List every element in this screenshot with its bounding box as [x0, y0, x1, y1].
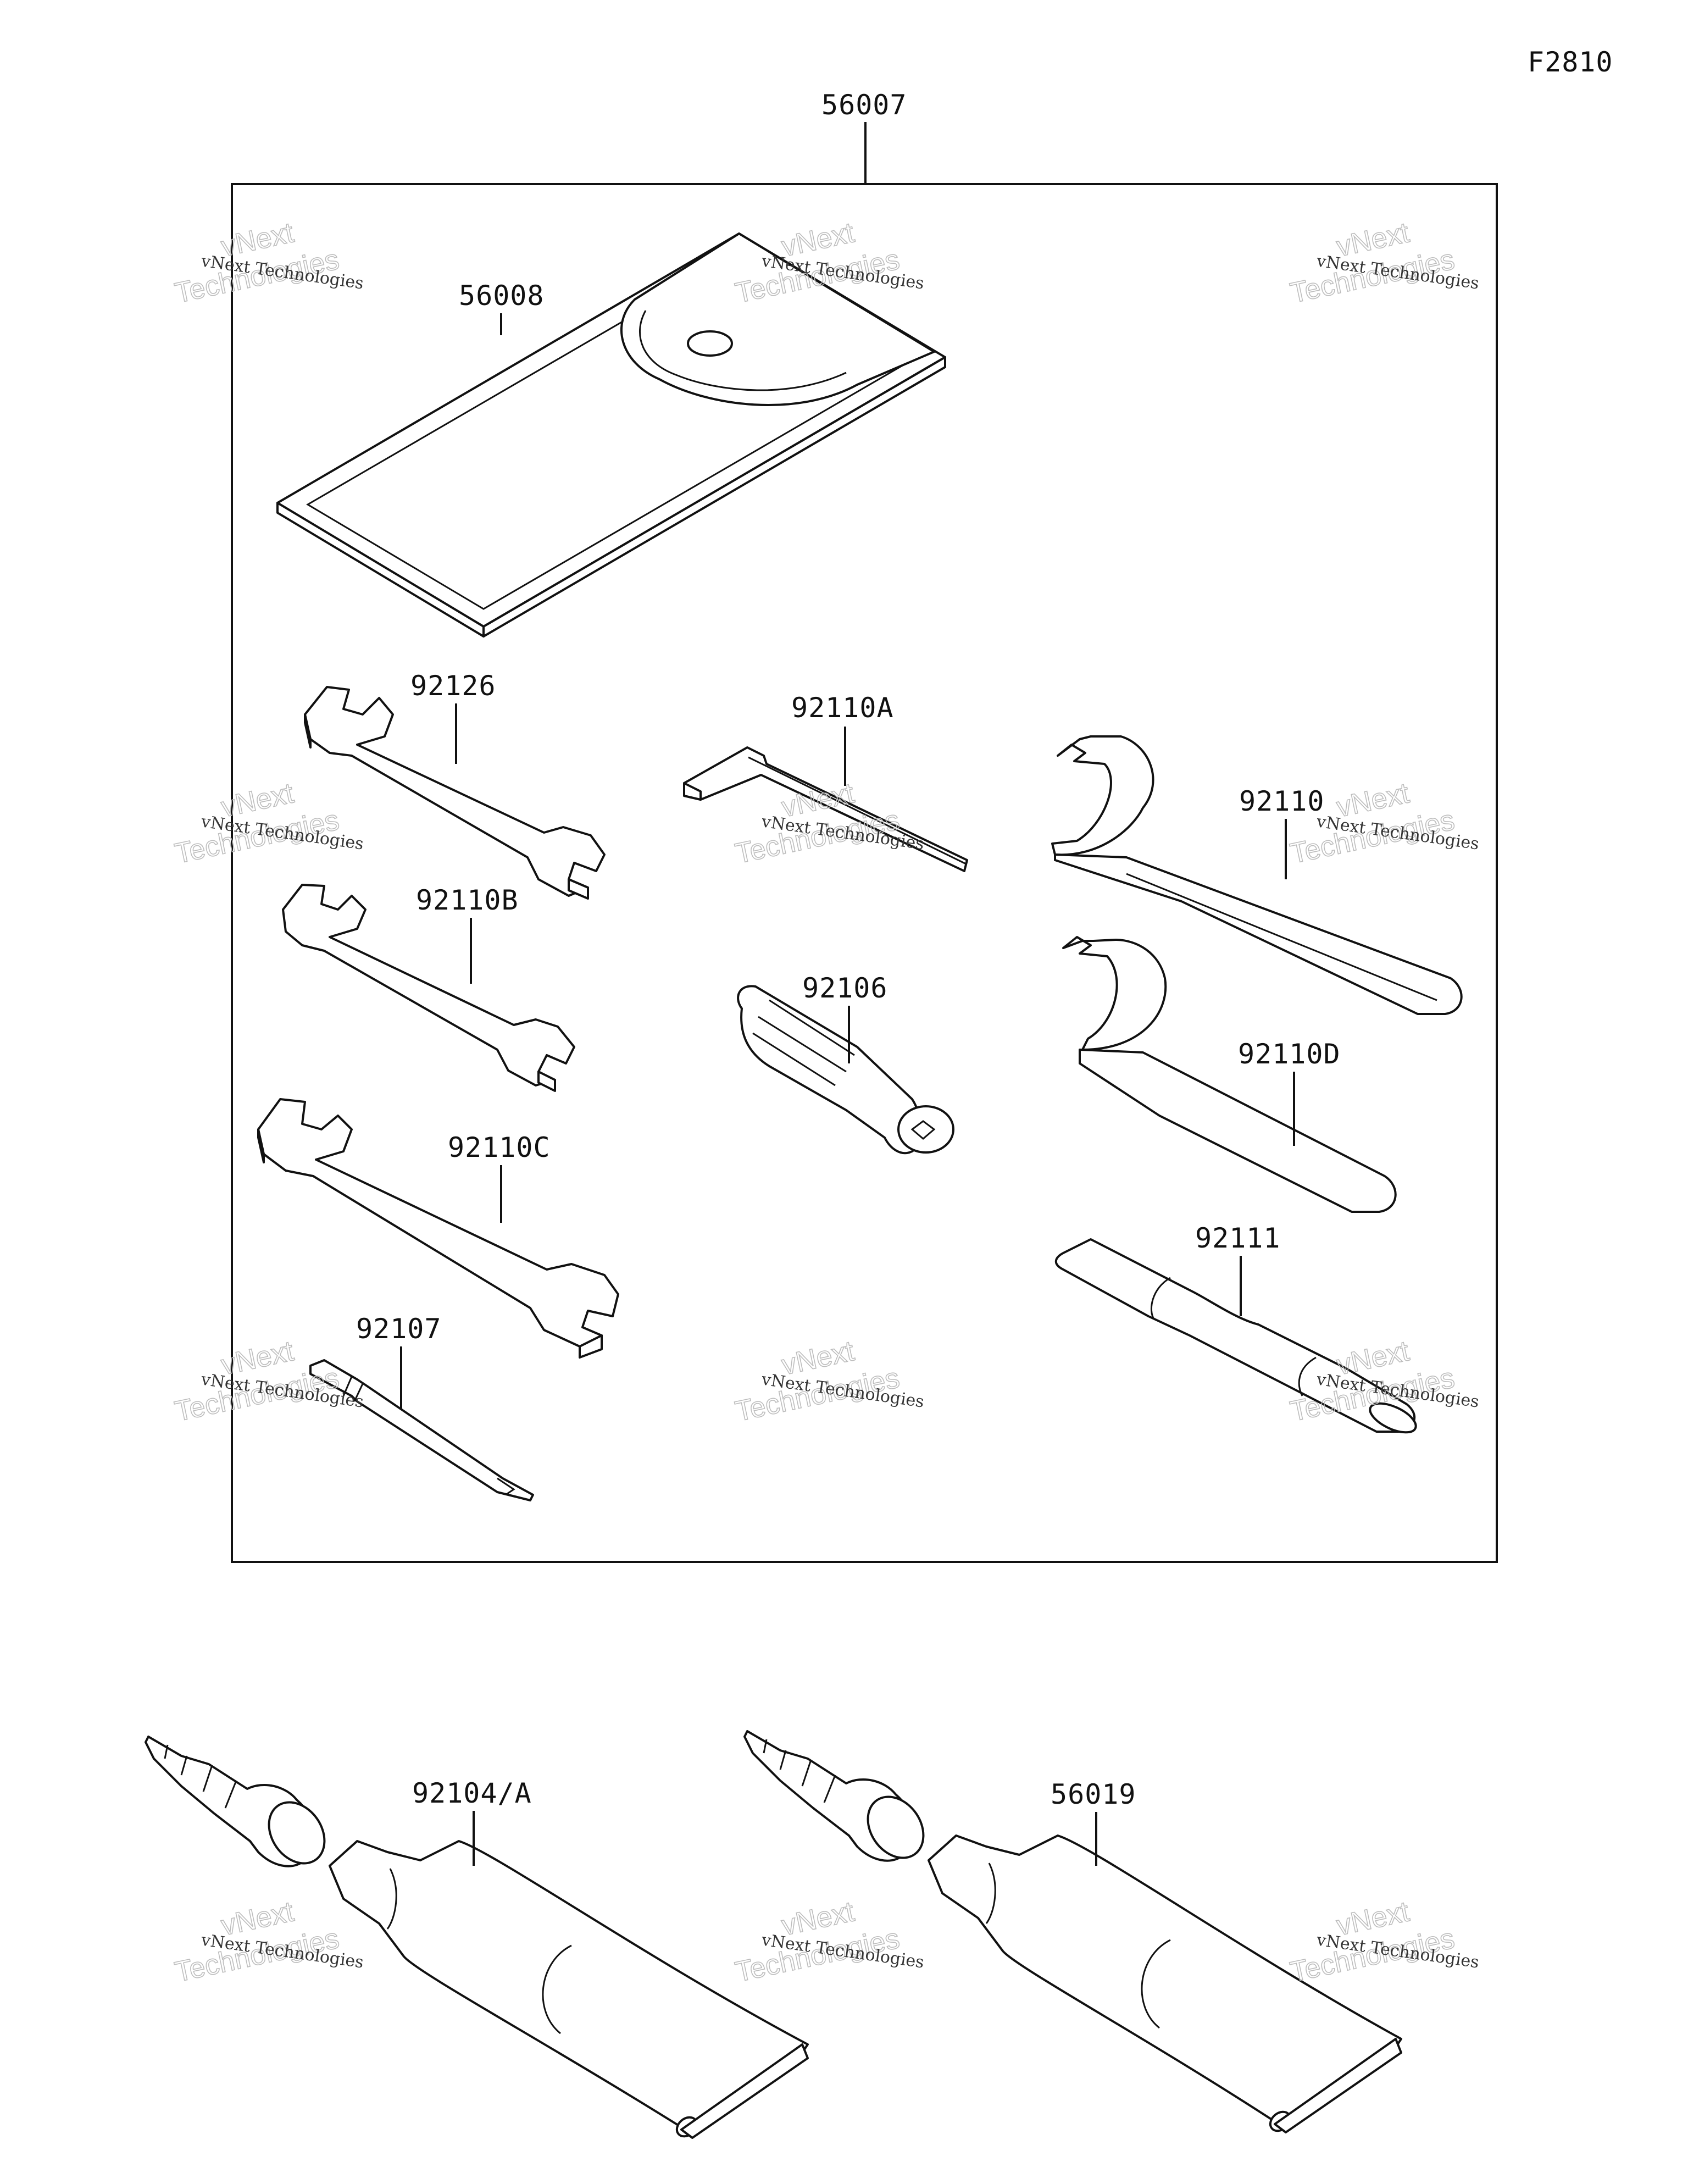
- label-92104A: 92104/A: [412, 1777, 532, 1809]
- wrench-92110C: [257, 1098, 619, 1359]
- screwdriver-92107: [309, 1359, 534, 1501]
- label-92106: 92106: [802, 972, 888, 1004]
- label-92110C: 92110C: [448, 1132, 551, 1163]
- handle-92111: [1054, 1238, 1417, 1434]
- label-56007: 56007: [821, 89, 907, 121]
- tube-56019: [743, 1730, 1402, 2133]
- wrench-92110B: [282, 884, 575, 1092]
- label-92110D: 92110D: [1238, 1038, 1341, 1070]
- kit-frame: [231, 183, 1498, 1563]
- spanner-92110: [1051, 735, 1463, 1015]
- label-56019: 56019: [1051, 1778, 1136, 1810]
- label-92107: 92107: [356, 1313, 442, 1345]
- plug-tool-92106: [737, 985, 954, 1155]
- label-92111: 92111: [1195, 1222, 1281, 1254]
- label-92110: 92110: [1239, 785, 1325, 817]
- hex-key-92110A: [683, 746, 968, 872]
- tool-case: [276, 232, 946, 638]
- label-92110A: 92110A: [791, 692, 894, 724]
- label-92126: 92126: [410, 670, 496, 702]
- tube-92104A: [145, 1736, 809, 2139]
- label-92110B: 92110B: [416, 884, 519, 916]
- hook-spanner-92110D: [1062, 936, 1397, 1213]
- label-56008: 56008: [459, 280, 545, 312]
- wrench-92126: [304, 686, 606, 900]
- diagram-code: F2810: [1528, 46, 1613, 78]
